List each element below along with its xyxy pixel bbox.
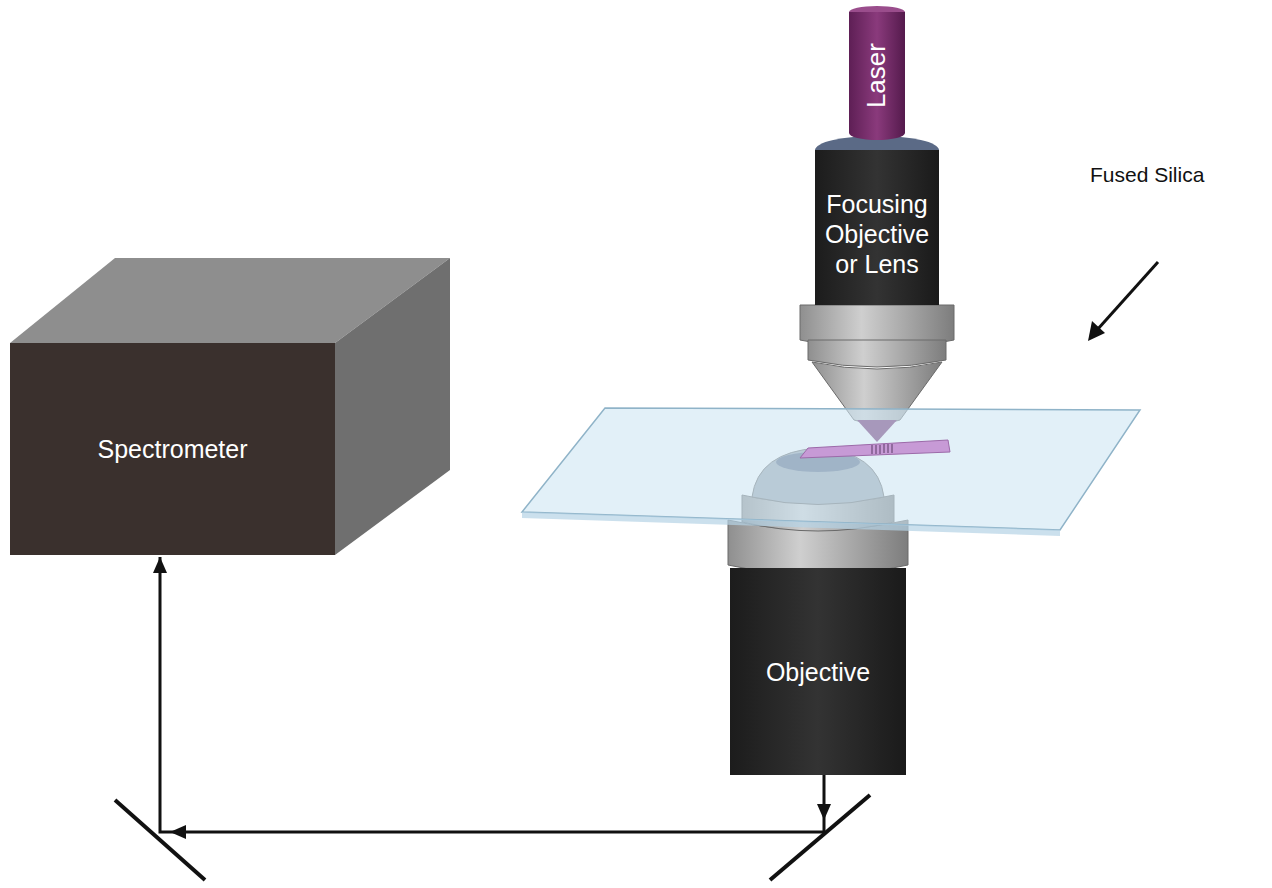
node-label: Laser bbox=[861, 43, 892, 108]
part-label: Fused Silica bbox=[1090, 163, 1204, 187]
fused-silica-edge bbox=[522, 512, 1060, 536]
fused-silica-slab bbox=[522, 408, 1140, 530]
focusing-objective: Focusing Objective or Lens bbox=[815, 150, 939, 305]
arrowhead bbox=[817, 804, 831, 820]
objective-body: Objective bbox=[730, 568, 906, 775]
node-label: Focusing Objective or Lens bbox=[818, 189, 936, 279]
beam-line bbox=[160, 557, 824, 832]
waveguide bbox=[800, 440, 950, 458]
leader-arrowhead bbox=[1088, 321, 1105, 341]
laser-cylinder: Laser bbox=[849, 12, 905, 140]
node-label: Spectrometer bbox=[97, 434, 247, 464]
arrowhead bbox=[170, 825, 186, 839]
arrowhead bbox=[153, 557, 167, 573]
mirror bbox=[770, 795, 870, 880]
spectrometer-box: Spectrometer bbox=[10, 343, 335, 555]
objective-ring bbox=[808, 340, 946, 367]
node-label: Objective bbox=[766, 657, 870, 687]
cube-side bbox=[335, 258, 450, 555]
leader-line bbox=[1097, 262, 1158, 330]
